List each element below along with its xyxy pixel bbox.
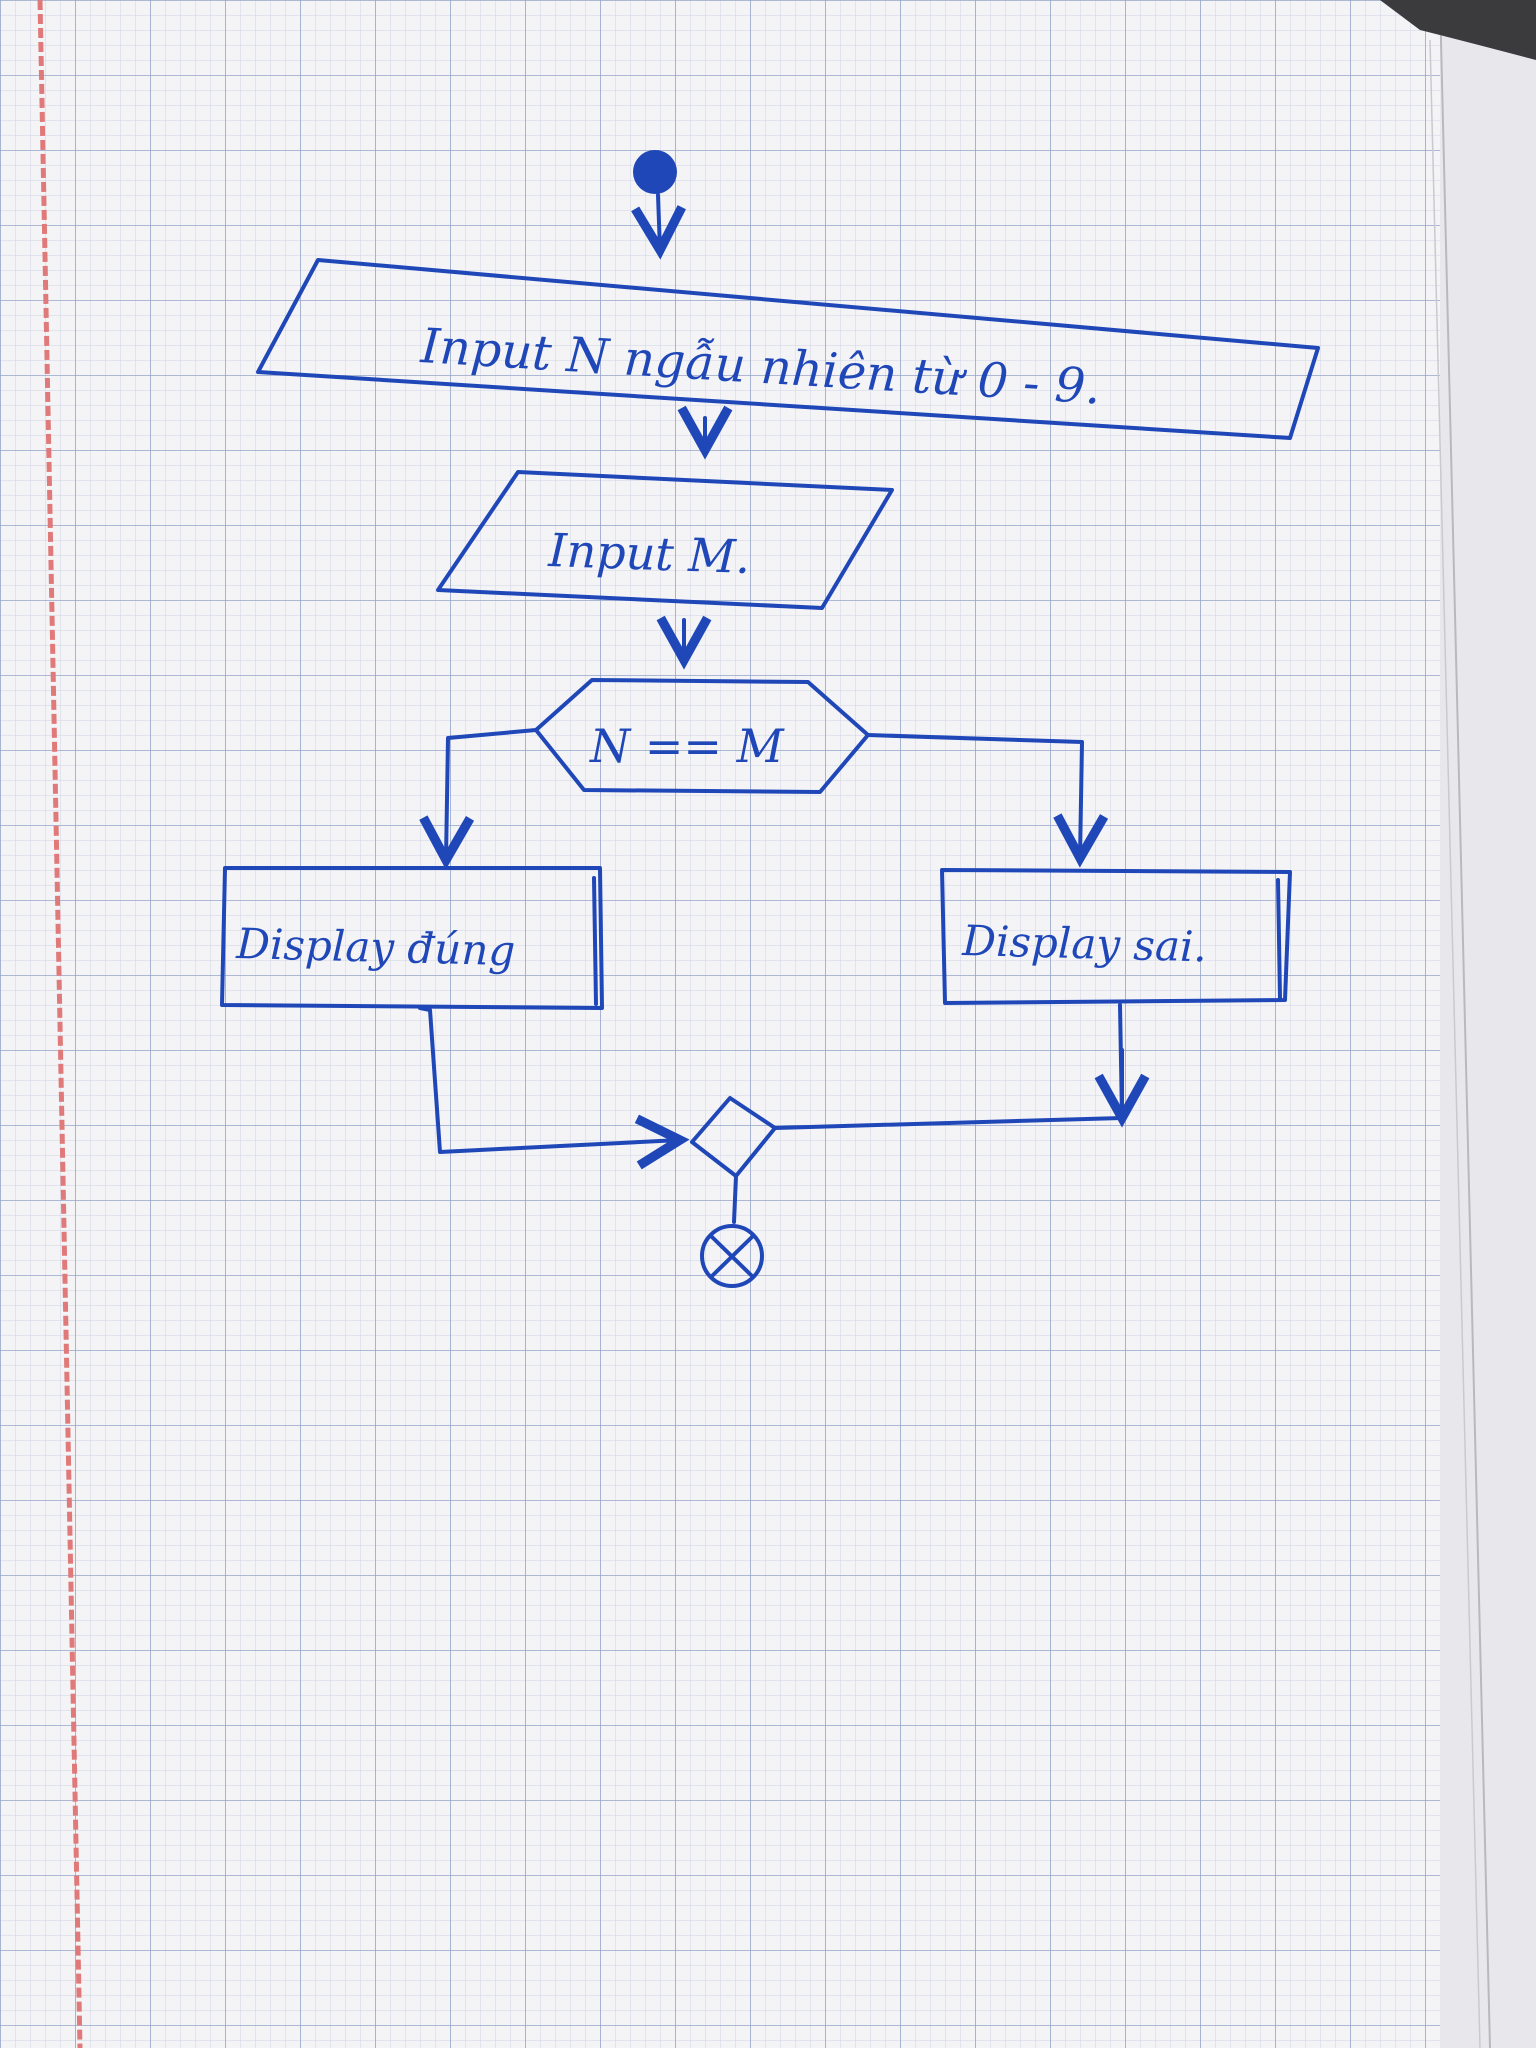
display-dung-label: Display đúng (235, 919, 516, 975)
display-dung-box (220, 866, 604, 1010)
page-edge-shadow (1440, 0, 1536, 2048)
margin-line (37, 0, 83, 2048)
edge-display-dung-to-merge (418, 1006, 680, 1152)
input-n-parallelogram (256, 258, 1320, 440)
final-node-cross-b (709, 1234, 755, 1279)
page-edge-line-2 (1429, 39, 1481, 2048)
edge-decision-to-display-dung (446, 728, 538, 860)
display-dung-box-right-edge (592, 876, 598, 1006)
display-sai-box-right-edge (1276, 878, 1282, 1000)
desk-corner (1380, 0, 1536, 60)
edge-start-to-input-n (658, 193, 660, 250)
display-sai-box (940, 868, 1292, 1005)
page-edge-line (1439, 0, 1491, 2048)
display-sai-label: Display sai. (961, 916, 1208, 971)
edge-merge-to-end (732, 1174, 738, 1224)
final-node (700, 1224, 764, 1288)
input-m-label: Input M. (547, 523, 751, 584)
edge-decision-to-display-sai (866, 733, 1082, 858)
input-m-parallelogram (436, 470, 894, 610)
flowchart (220, 150, 1320, 1288)
start-node (633, 150, 677, 194)
grid-paper (0, 0, 1440, 2048)
decision-label: N == M (589, 719, 786, 773)
